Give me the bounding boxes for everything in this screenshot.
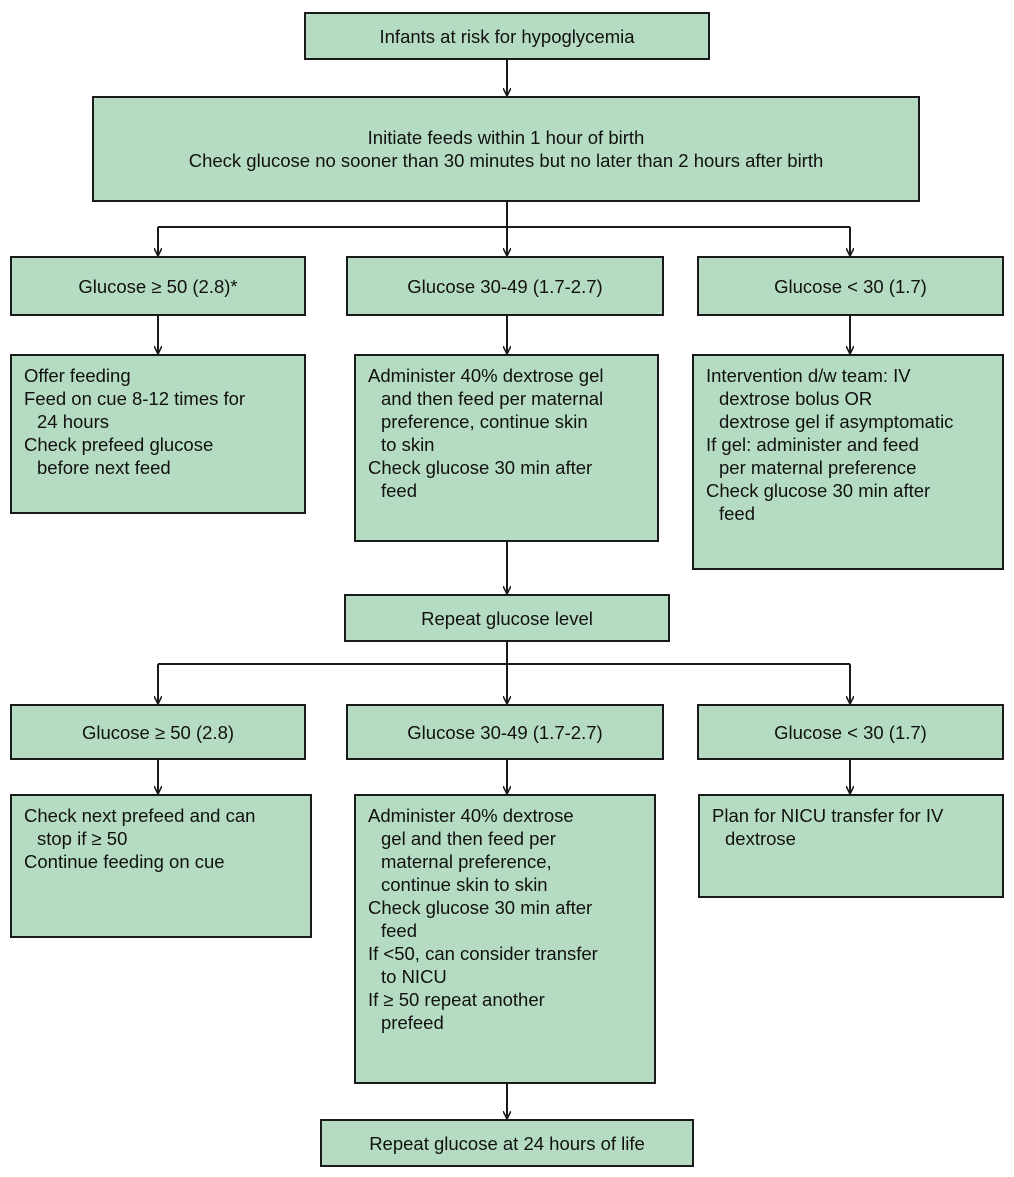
action-line: Administer 40% dextrose xyxy=(368,805,574,826)
second-low-action-box: Plan for NICU transfer for IV dextrose xyxy=(698,794,1004,898)
action-line: continue skin to skin xyxy=(381,874,548,895)
action-line: stop if ≥ 50 xyxy=(37,828,128,849)
second-glucose-high-label: Glucose ≥ 50 (2.8) xyxy=(81,721,235,743)
second-glucose-low-label: Glucose < 30 (1.7) xyxy=(774,721,927,743)
action-line: to NICU xyxy=(381,966,447,987)
action-line: gel and then feed per xyxy=(381,828,556,849)
action-line: If <50, can consider transfer xyxy=(368,943,598,964)
first-glucose-high-node: Glucose ≥ 50 (2.8)* xyxy=(10,256,306,316)
first-low-action-box: Intervention d/w team: IV dextrose bolus… xyxy=(692,354,1004,570)
action-line: Check glucose 30 min after xyxy=(368,897,593,918)
second-high-action-box: Check next prefeed and can stop if ≥ 50 … xyxy=(10,794,312,938)
action-line: Check glucose 30 min after xyxy=(368,457,593,478)
second-glucose-high-node: Glucose ≥ 50 (2.8) xyxy=(10,704,306,760)
action-line: Offer feeding xyxy=(24,365,131,386)
second-glucose-low-node: Glucose < 30 (1.7) xyxy=(697,704,1004,760)
action-line: maternal preference, xyxy=(381,851,552,872)
start-node-text: Infants at risk for hypoglycemia xyxy=(379,25,635,47)
start-node: Infants at risk for hypoglycemia xyxy=(304,12,710,60)
repeat-glucose-node: Repeat glucose level xyxy=(344,594,670,642)
initiate-feeds-node: Initiate feeds within 1 hour of birth Ch… xyxy=(92,96,920,202)
action-line: If ≥ 50 repeat another xyxy=(368,989,545,1010)
first-glucose-high-label: Glucose ≥ 50 (2.8)* xyxy=(78,275,238,297)
action-line: feed xyxy=(381,480,418,501)
action-line: dextrose xyxy=(725,828,796,849)
initiate-line-2: Check glucose no sooner than 30 minutes … xyxy=(188,150,824,171)
second-glucose-mid-label: Glucose 30-49 (1.7-2.7) xyxy=(407,721,603,743)
first-glucose-low-node: Glucose < 30 (1.7) xyxy=(697,256,1004,316)
action-line: 24 hours xyxy=(37,411,109,432)
action-line: preference, continue skin xyxy=(381,411,588,432)
final-repeat-text: Repeat glucose at 24 hours of life xyxy=(369,1132,645,1154)
second-mid-action-box: Administer 40% dextrose gel and then fee… xyxy=(354,794,656,1084)
action-line: Feed on cue 8-12 times for xyxy=(24,388,246,409)
first-mid-action-box: Administer 40% dextrose gel and then fee… xyxy=(354,354,659,542)
action-line: dextrose bolus OR xyxy=(719,388,873,409)
action-line: Administer 40% dextrose gel xyxy=(368,365,604,386)
action-line: Check next prefeed and can xyxy=(24,805,256,826)
action-line: Intervention d/w team: IV xyxy=(706,365,911,386)
action-line: feed xyxy=(719,503,756,524)
action-line: dextrose gel if asymptomatic xyxy=(719,411,954,432)
action-line: before next feed xyxy=(37,457,171,478)
action-line: Check prefeed glucose xyxy=(24,434,214,455)
action-line: feed xyxy=(381,920,418,941)
first-glucose-low-label: Glucose < 30 (1.7) xyxy=(774,275,927,297)
action-line: If gel: administer and feed xyxy=(706,434,919,455)
first-glucose-mid-label: Glucose 30-49 (1.7-2.7) xyxy=(407,275,603,297)
action-line: Check glucose 30 min after xyxy=(706,480,931,501)
first-high-action-box: Offer feeding Feed on cue 8-12 times for… xyxy=(10,354,306,514)
action-line: to skin xyxy=(381,434,435,455)
second-glucose-mid-node: Glucose 30-49 (1.7-2.7) xyxy=(346,704,664,760)
repeat-glucose-text: Repeat glucose level xyxy=(421,607,593,629)
first-glucose-mid-node: Glucose 30-49 (1.7-2.7) xyxy=(346,256,664,316)
action-line: per maternal preference xyxy=(719,457,917,478)
initiate-line-1: Initiate feeds within 1 hour of birth xyxy=(367,127,645,148)
action-line: Continue feeding on cue xyxy=(24,851,225,872)
action-line: and then feed per maternal xyxy=(381,388,604,409)
final-repeat-node: Repeat glucose at 24 hours of life xyxy=(320,1119,694,1167)
action-line: Plan for NICU transfer for IV xyxy=(712,805,944,826)
action-line: prefeed xyxy=(381,1012,444,1033)
